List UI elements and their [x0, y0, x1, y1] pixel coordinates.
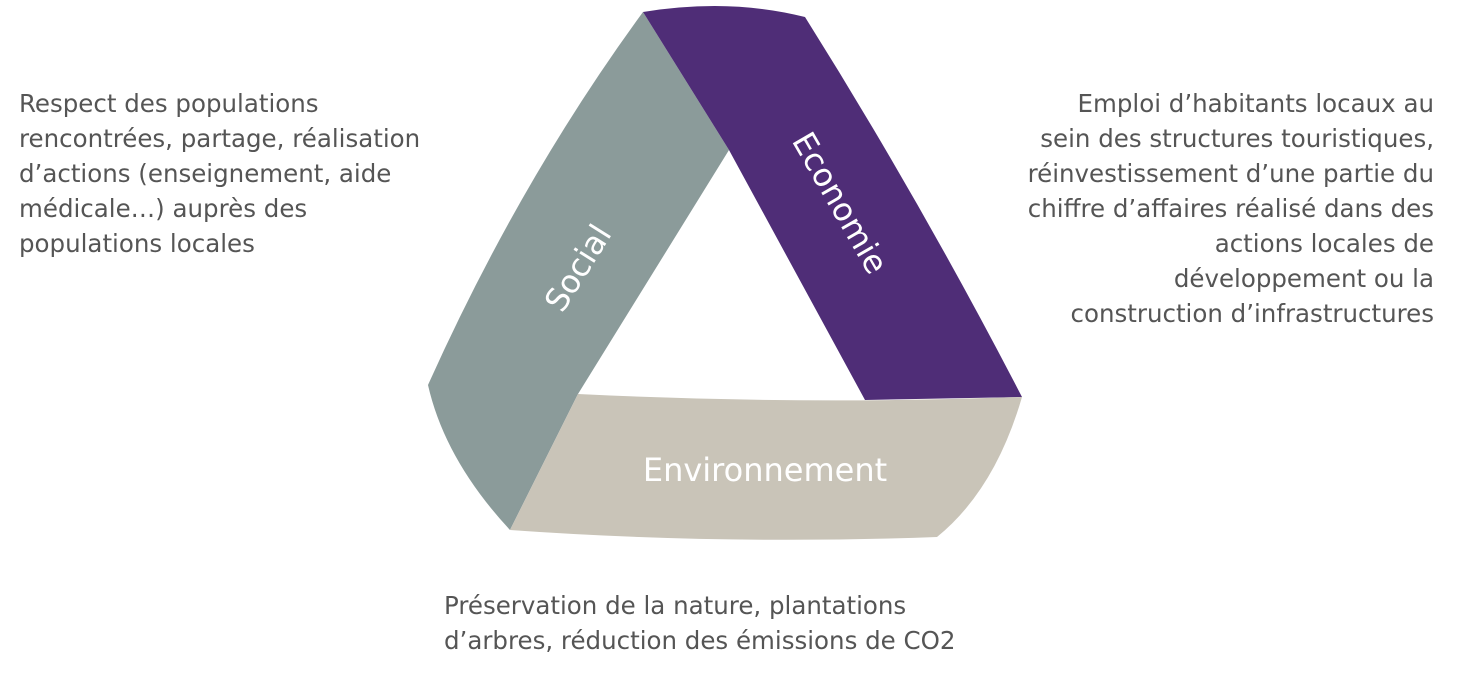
economie-description: Emploi d’habitants locaux au sein des st…	[1028, 86, 1434, 331]
economie-description-line: sein des structures touristiques,	[1040, 124, 1434, 153]
social-description-line: rencontrées, partage, réalisation	[19, 124, 421, 153]
economie-description-line: réinvestissement d’une partie du	[1027, 159, 1434, 188]
environnement-description-line: d’arbres, réduction des émissions de CO2	[444, 626, 956, 655]
social-description-line: populations locales	[19, 229, 255, 258]
social-description-line: d’actions (enseignement, aide	[19, 159, 392, 188]
social-band	[428, 12, 729, 530]
environnement-band	[510, 394, 1022, 540]
economie-description-line: chiffre d’affaires réalisé dans des	[1027, 194, 1434, 223]
environnement-description-line: Préservation de la nature, plantations	[444, 591, 907, 620]
economie-description-line: actions locales de	[1214, 229, 1434, 258]
economie-description-line: développement ou la	[1173, 264, 1434, 293]
social-description-line: médicale…) auprès des	[19, 194, 308, 223]
social-description: Respect des populations rencontrées, par…	[19, 86, 420, 261]
environnement-description: Préservation de la nature, plantations d…	[444, 588, 956, 658]
economie-description-line: construction d’infrastructures	[1070, 299, 1434, 328]
economie-band	[643, 6, 1022, 400]
environnement-label: Environnement	[643, 451, 887, 489]
economie-description-line: Emploi d’habitants locaux au	[1077, 89, 1434, 118]
social-description-line: Respect des populations	[19, 89, 319, 118]
